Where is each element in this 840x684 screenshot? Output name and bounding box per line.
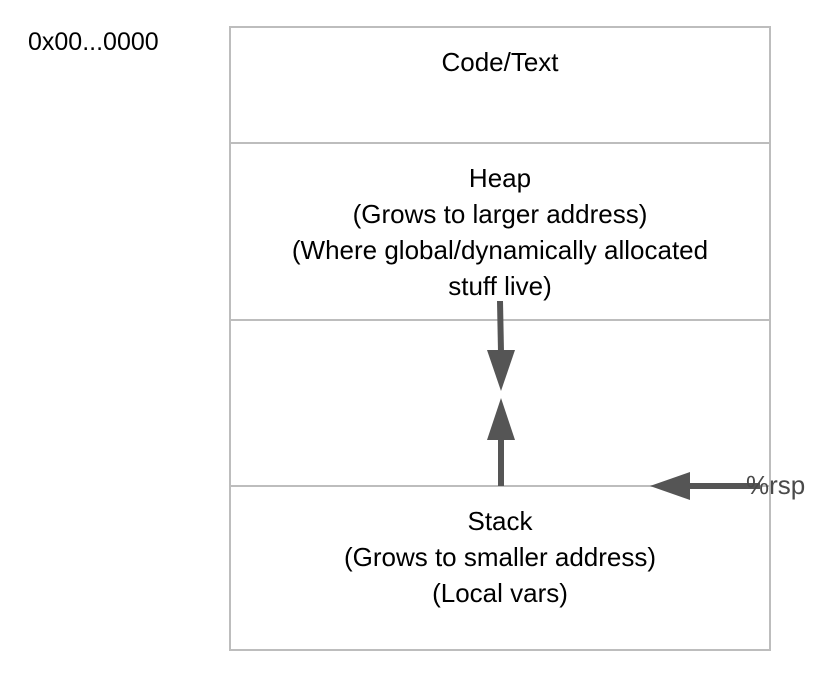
code-segment: Code/Text [231,28,769,144]
code-segment-title: Code/Text [441,47,559,77]
memory-layout: Code/Text Heap (Grows to larger address)… [229,26,771,651]
rsp-pointer-arrow [650,472,760,500]
stack-segment: Stack (Grows to smaller address) (Local … [231,487,769,649]
heap-growth-arrow [487,300,515,391]
heap-segment: Heap (Grows to larger address) (Where gl… [231,144,769,321]
heap-description-line1: (Where global/dynamically allocated [291,235,709,265]
heap-growth-note: (Grows to larger address) [352,199,648,229]
heap-description-line2: stuff live) [448,271,552,301]
stack-growth-note: (Grows to smaller address) [343,542,657,572]
stack-segment-title: Stack [467,506,533,536]
address-label: 0x00...0000 [28,28,159,56]
rsp-label: %rsp [746,470,806,500]
stack-growth-arrow [487,398,515,486]
stack-description: (Local vars) [432,578,568,608]
heap-segment-title: Heap [468,163,532,193]
